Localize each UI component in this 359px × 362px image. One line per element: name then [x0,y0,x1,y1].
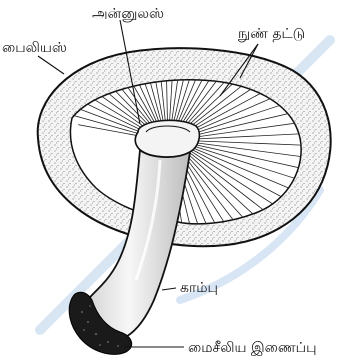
pileus-label: பைலியஸ் [2,40,67,56]
mycelium-label: மைசீலிய இணைப்பு [188,340,317,356]
annulus-label: அன்னுலஸ் [92,6,164,22]
gills-label: நுண் தட்டு [238,26,305,42]
stipe-label: காம்பு [180,280,218,296]
